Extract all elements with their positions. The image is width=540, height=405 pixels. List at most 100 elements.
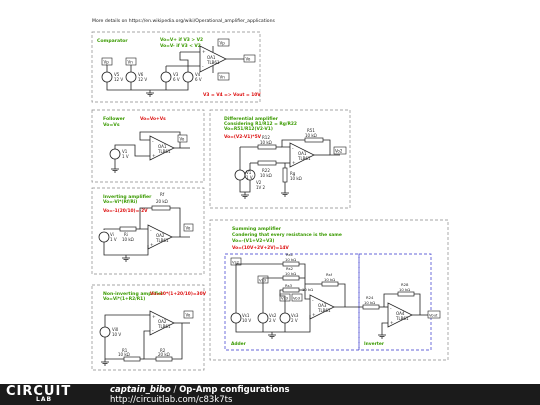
sum-r1-val: 10 kΩ: [285, 257, 296, 262]
follower-pin-out: Vo: [180, 137, 185, 142]
inv-eq2: Vo=-1(20/10)=-2V: [103, 208, 148, 214]
sum-rf: Rsf: [326, 272, 333, 277]
adder-label: Adder: [231, 341, 247, 347]
noninv-r1: R1: [122, 348, 128, 353]
noninv-opamp[interactable]: [149, 310, 175, 336]
circuitlab-logo-sub: LAB: [36, 396, 53, 403]
sum-pin-d: Vo3: [293, 296, 301, 301]
diff-opamp[interactable]: [289, 142, 315, 168]
comparator-opamp-model: TLB61: [206, 60, 220, 65]
comparator-v3: V3: [173, 72, 179, 77]
noninv-r1-val: 10 kΩ: [118, 352, 130, 357]
inv-rf: Rf: [160, 192, 165, 197]
comparator-opamp[interactable]: [199, 45, 227, 73]
sum-source-vs1[interactable]: [230, 312, 242, 324]
circuitlab-logo[interactable]: CIRCUIT: [6, 384, 72, 399]
sum-r24: R24: [366, 295, 374, 300]
inv-resistor-rf[interactable]: [151, 205, 171, 211]
diff-r1: R51: [307, 128, 315, 133]
differential-section: Differential amplifier Considering R1/R1…: [209, 109, 351, 209]
inv-pin-out: Vo: [186, 226, 191, 231]
sum-resistor-rf[interactable]: [321, 281, 339, 287]
circuit-name: Op-Amp configurations: [179, 385, 290, 395]
follower-minus: -: [152, 140, 154, 145]
sum-title: Summing amplifier: [232, 226, 282, 232]
sum-resistor-r2[interactable]: [282, 275, 300, 281]
sum-r3: Rs3: [285, 283, 293, 288]
comparator-pin-vo: Vo: [246, 57, 251, 62]
comparator-opamp-label: OA1: [207, 55, 216, 60]
diff-resistor-r22[interactable]: [257, 160, 277, 166]
diff-resistor-rg[interactable]: [282, 167, 288, 183]
diff-v1-val: 1 V: [246, 175, 253, 180]
sum-oa3-minus: -: [312, 299, 314, 304]
diff-resistor-r1[interactable]: [304, 137, 324, 143]
inverter-label: Inverter: [364, 341, 385, 347]
inv-src-val: 1 V: [110, 237, 117, 242]
diff-resistor-r12[interactable]: [257, 144, 277, 150]
sum-eq2: Vo=(10V+2V+2V)=14V: [232, 245, 289, 251]
sum-opamp-oa3[interactable]: [309, 294, 335, 320]
comparator-v4-val: 6 V: [195, 77, 202, 82]
diff-title: Differential amplifier: [224, 116, 279, 122]
noninv-opamp-model: TLB61: [157, 324, 171, 329]
noninv-minus: -: [152, 329, 154, 334]
comparator-pin-vn: Vn: [220, 75, 226, 80]
comparator-source-v6[interactable]: [125, 71, 137, 83]
comparator-source-v4[interactable]: [182, 71, 194, 83]
circuit-url[interactable]: http://circuitlab.com/c83k7ts: [110, 395, 233, 405]
follower-source[interactable]: [109, 148, 121, 160]
footer-title: captain_bibo / Op-Amp configurations: [110, 385, 290, 395]
inv-src: Vi: [110, 232, 114, 237]
sum-oa3-model: TLB61: [317, 308, 331, 313]
sum-resistor-r28[interactable]: [397, 291, 415, 297]
noninv-resistor-r2[interactable]: [155, 356, 173, 362]
comparator-v6: V6: [138, 72, 144, 77]
inv-title: Inverting amplifier: [103, 194, 152, 200]
diff-v2: V2: [256, 180, 262, 185]
sum-oa4-label: OA4: [396, 311, 405, 316]
sum-vs2: Vs2: [269, 313, 277, 318]
noninv-eq: Vo=10*(1+20/10)=30V: [150, 291, 207, 297]
follower-opamp[interactable]: [149, 135, 175, 161]
sum-opamp-oa4[interactable]: [387, 302, 413, 328]
sum-eq1: Vo=-(V1+V2+V3): [232, 238, 274, 244]
sum-source-vs2[interactable]: [257, 312, 269, 324]
inv-ri-val: 10 kΩ: [122, 237, 134, 242]
sum-resistor-r3[interactable]: [282, 287, 300, 293]
comparator-source-v3[interactable]: [160, 71, 172, 83]
summing-section: Summing amplifier Condering that every r…: [209, 219, 449, 361]
diff-r22: R22: [262, 168, 270, 173]
follower-section: Follower Vo=Vs Vo=Vo+Vs - + OA1 TLB61 Vo…: [91, 109, 205, 183]
diff-r22-val: 10 kΩ: [260, 173, 272, 178]
inv-opamp[interactable]: [147, 224, 173, 250]
inv-source[interactable]: [98, 231, 110, 243]
inv-eq1: Vo=-Vi*(Rf/Ri): [103, 199, 137, 205]
author-link[interactable]: captain_bibo: [110, 385, 171, 395]
comparator-v5-val: 12 V: [114, 77, 123, 82]
comparator-eq1: Vo=V+ if V3 > V2: [160, 37, 203, 43]
follower-src: V1: [122, 149, 128, 154]
noninv-source[interactable]: [99, 326, 111, 338]
comparator-v5: V5: [114, 72, 120, 77]
noninv-src-val: 10 V: [112, 332, 121, 337]
noninv-r2: R2: [160, 348, 166, 353]
comparator-source-v5[interactable]: [101, 71, 113, 83]
diff-source-v1[interactable]: [234, 169, 246, 181]
diff-rg: Rg: [290, 171, 296, 176]
follower-opamp-label: OA1: [158, 144, 167, 149]
sum-r28: R28: [401, 282, 409, 287]
sum-resistor-r24[interactable]: [362, 304, 380, 310]
follower-title: Follower: [103, 116, 126, 122]
inv-resistor-ri[interactable]: [119, 226, 137, 232]
noninverting-section: Non-inverting amplifier Vo=Vi*(1+R2/R1) …: [91, 284, 207, 371]
diff-opamp-label: OA1: [298, 151, 307, 156]
schematic-canvas[interactable]: More details on https://en.wikipedia.org…: [0, 0, 540, 384]
sum-oa3-plus: +: [312, 312, 316, 318]
diff-sub: Considering R1/R12 = Rg/R22: [224, 121, 297, 127]
comparator-src-v6-pin: Vn: [128, 60, 134, 65]
diff-v1: V1: [246, 170, 252, 175]
follower-opamp-model: TLB61: [157, 149, 171, 154]
noninv-resistor-r1[interactable]: [123, 356, 141, 362]
sum-source-vs3[interactable]: [279, 312, 291, 324]
